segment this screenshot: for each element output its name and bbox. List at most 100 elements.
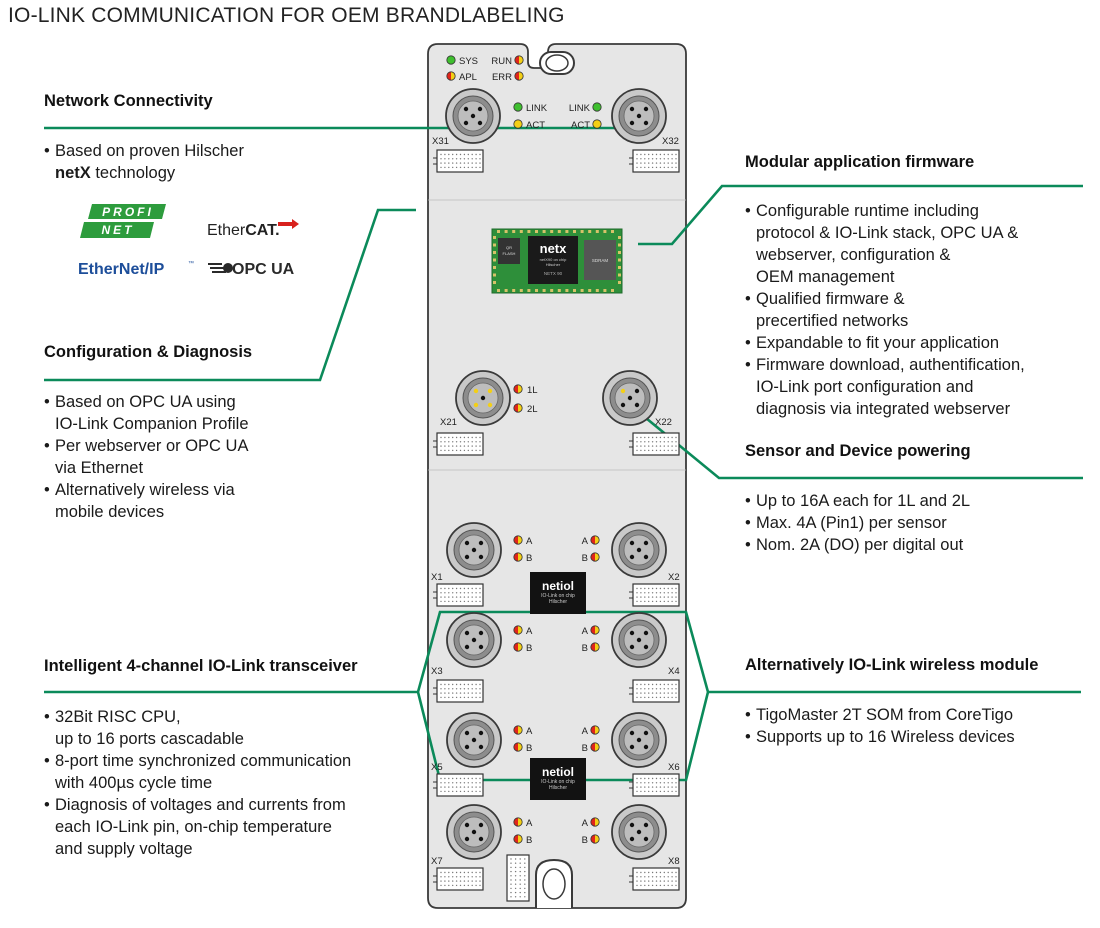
label-strip-vertical bbox=[506, 854, 530, 902]
svg-text:™: ™ bbox=[188, 260, 194, 267]
led-x7-b bbox=[513, 834, 523, 844]
transceiver-bullet: 8-port time synchronized communication w… bbox=[44, 750, 351, 794]
network-bullet-text: Based on proven Hilscher bbox=[55, 142, 244, 160]
power-2l-label: 2L bbox=[527, 404, 538, 415]
port-b-label: B bbox=[582, 643, 588, 654]
firmware-bullet: Qualified firmware & precertified networ… bbox=[745, 288, 1025, 332]
heading-wireless: Alternatively IO-Link wireless module bbox=[745, 656, 1039, 674]
connector-x8-label: X8 bbox=[668, 856, 680, 867]
led-x6-a bbox=[590, 725, 600, 735]
port-b-label: B bbox=[526, 743, 532, 754]
label-strip-x31 bbox=[433, 149, 484, 173]
led-err-label: ERR bbox=[492, 72, 512, 83]
led-run-label: RUN bbox=[491, 56, 512, 67]
connector-x31-label: X31 bbox=[432, 136, 449, 147]
label-strip-x5 bbox=[433, 773, 484, 797]
opcua-logo: OPC UA bbox=[208, 256, 302, 285]
wireless-list: TigoMaster 2T SOM from CoreTigo Supports… bbox=[745, 704, 1015, 748]
connector-x4 bbox=[611, 612, 667, 668]
config-bullet: Alternatively wireless via mobile device… bbox=[44, 479, 249, 523]
netiol-chip-logo: netiol bbox=[542, 765, 574, 779]
firmware-list: Configurable runtime including protocol … bbox=[745, 200, 1025, 420]
netiol-chip-sub: IO-Link on chip bbox=[541, 779, 575, 785]
connector-x2 bbox=[611, 522, 667, 578]
connector-x8 bbox=[611, 804, 667, 860]
label-strip-x1 bbox=[433, 583, 484, 607]
netx-module bbox=[491, 228, 623, 294]
qr-label: QR bbox=[506, 245, 512, 250]
transceiver-bullet: Diagnosis of voltages and currents from … bbox=[44, 794, 351, 860]
label-strip-x4 bbox=[629, 679, 680, 703]
mounting-hole-bottom bbox=[542, 868, 566, 900]
firmware-bullet: Configurable runtime including protocol … bbox=[745, 200, 1025, 288]
port-a-label: A bbox=[526, 536, 533, 547]
connector-x1-label: X1 bbox=[431, 572, 443, 583]
netx-chip-sub: netX90 on chip bbox=[540, 257, 567, 262]
netiol-chip bbox=[530, 572, 586, 614]
connector-x21-label: X21 bbox=[440, 417, 457, 428]
led-x6-b bbox=[590, 742, 600, 752]
netx-bold: netX bbox=[55, 164, 91, 182]
ethernetip-logo: EtherNet/IP ™ bbox=[78, 256, 196, 285]
connector-x21 bbox=[455, 370, 511, 426]
connector-x6 bbox=[611, 712, 667, 768]
led-x4-b bbox=[590, 642, 600, 652]
led-1l bbox=[513, 384, 523, 394]
connector-x32-label: X32 bbox=[662, 136, 679, 147]
connector-x5-label: X5 bbox=[431, 762, 443, 773]
connector-x22-label: X22 bbox=[655, 417, 672, 428]
profinet-logo-text-2: NET bbox=[102, 223, 135, 237]
led-sys-label: SYS bbox=[459, 56, 478, 67]
led-x8-b bbox=[590, 834, 600, 844]
ethercat-logo-text: EtherCAT. bbox=[207, 222, 280, 239]
led-x7-a bbox=[513, 817, 523, 827]
port-b-label: B bbox=[582, 743, 588, 754]
sdram-label: SDRAM bbox=[592, 258, 609, 263]
connector-x7-label: X7 bbox=[431, 856, 443, 867]
firmware-bullet: Firmware download, authentification, IO-… bbox=[745, 354, 1025, 420]
netiol-chip-logo: netiol bbox=[542, 579, 574, 593]
led-x3-b bbox=[513, 642, 523, 652]
heading-config: Configuration & Diagnosis bbox=[44, 343, 253, 361]
powering-bullet: Nom. 2A (DO) per digital out bbox=[745, 534, 970, 556]
qr-label-2: FLASH bbox=[503, 251, 516, 256]
port-a-label: A bbox=[582, 536, 589, 547]
port-a-label: A bbox=[582, 818, 589, 829]
label-strip-x2 bbox=[629, 583, 680, 607]
netiol-chip-sub: IO-Link on chip bbox=[541, 593, 575, 599]
config-bullet: Based on OPC UA using IO-Link Companion … bbox=[44, 391, 249, 435]
config-bullet: Per webserver or OPC UA via Ethernet bbox=[44, 435, 249, 479]
connector-x3-label: X3 bbox=[431, 666, 443, 677]
port-a-label: A bbox=[582, 726, 589, 737]
led-x2-b bbox=[590, 552, 600, 562]
label-strip-x32 bbox=[629, 149, 680, 173]
port-b-label: B bbox=[526, 553, 532, 564]
opcua-logo-text: OPC UA bbox=[232, 261, 295, 278]
heading-transceiver: Intelligent 4-channel IO-Link transceive… bbox=[44, 657, 358, 675]
label-strip-x6 bbox=[629, 773, 680, 797]
connector-x22 bbox=[602, 370, 658, 426]
heading-network: Network Connectivity bbox=[44, 92, 213, 110]
led-run bbox=[514, 55, 524, 65]
port-a-label: A bbox=[526, 626, 533, 637]
power-1l-label: 1L bbox=[527, 385, 538, 396]
config-list: Based on OPC UA using IO-Link Companion … bbox=[44, 391, 249, 523]
port-b-label: B bbox=[526, 835, 532, 846]
port-a-label: A bbox=[582, 626, 589, 637]
port-b-label: B bbox=[582, 835, 588, 846]
link-left-label: LINK bbox=[526, 103, 548, 114]
powering-bullet: Max. 4A (Pin1) per sensor bbox=[745, 512, 970, 534]
page-title: IO-LINK COMMUNICATION FOR OEM BRANDLABEL… bbox=[8, 4, 565, 27]
connector-x3 bbox=[446, 612, 502, 668]
powering-bullet: Up to 16A each for 1L and 2L bbox=[745, 490, 970, 512]
connector-x7 bbox=[446, 804, 502, 860]
firmware-bullet: Expandable to fit your application bbox=[745, 332, 1025, 354]
netx-chip-sub-2: Hilscher bbox=[546, 262, 561, 267]
connector-x31 bbox=[445, 88, 501, 144]
port-a-label: A bbox=[526, 818, 533, 829]
act-right-label: ACT bbox=[571, 120, 590, 131]
label-strip-x8 bbox=[629, 867, 680, 891]
connector-x32 bbox=[611, 88, 667, 144]
connector-x1 bbox=[446, 522, 502, 578]
